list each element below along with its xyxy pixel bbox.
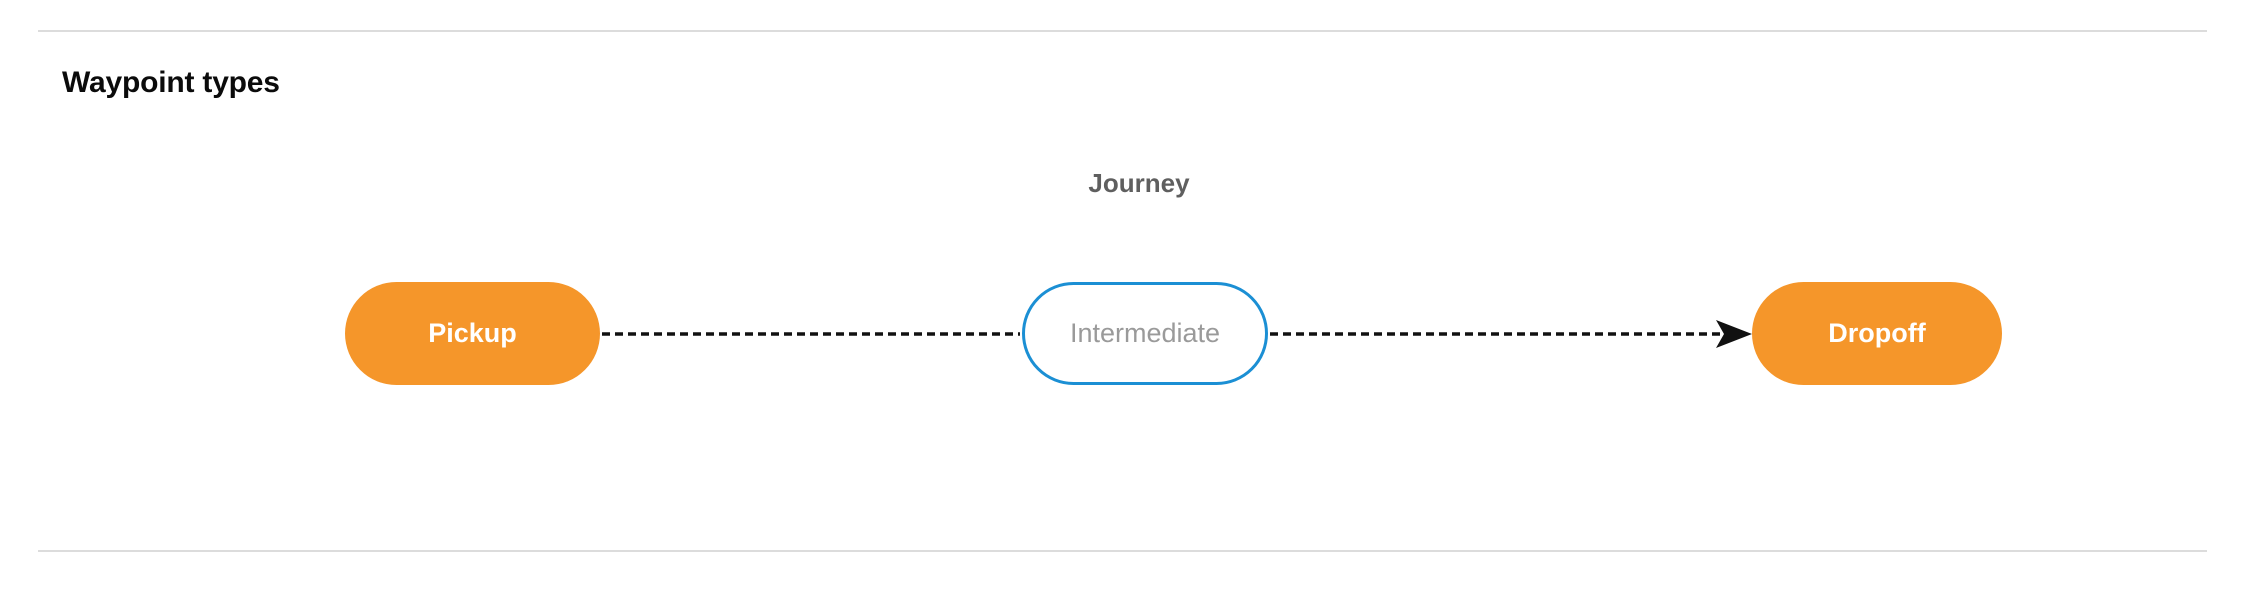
node-pickup-label: Pickup — [428, 318, 517, 348]
section-divider-top — [38, 30, 2207, 32]
node-pickup[interactable]: Pickup — [345, 282, 600, 385]
node-intermediate-label: Intermediate — [1069, 318, 1221, 348]
node-dropoff-label: Dropoff — [1828, 318, 1926, 348]
journey-group-label: Journey — [1088, 168, 1190, 198]
section-divider-bottom — [38, 550, 2207, 552]
node-dropoff[interactable]: Dropoff — [1752, 282, 2002, 385]
node-intermediate[interactable]: Intermediate — [1022, 282, 1268, 385]
page-title: Waypoint types — [62, 66, 280, 99]
edge-arrowhead-icon — [1716, 320, 1752, 348]
